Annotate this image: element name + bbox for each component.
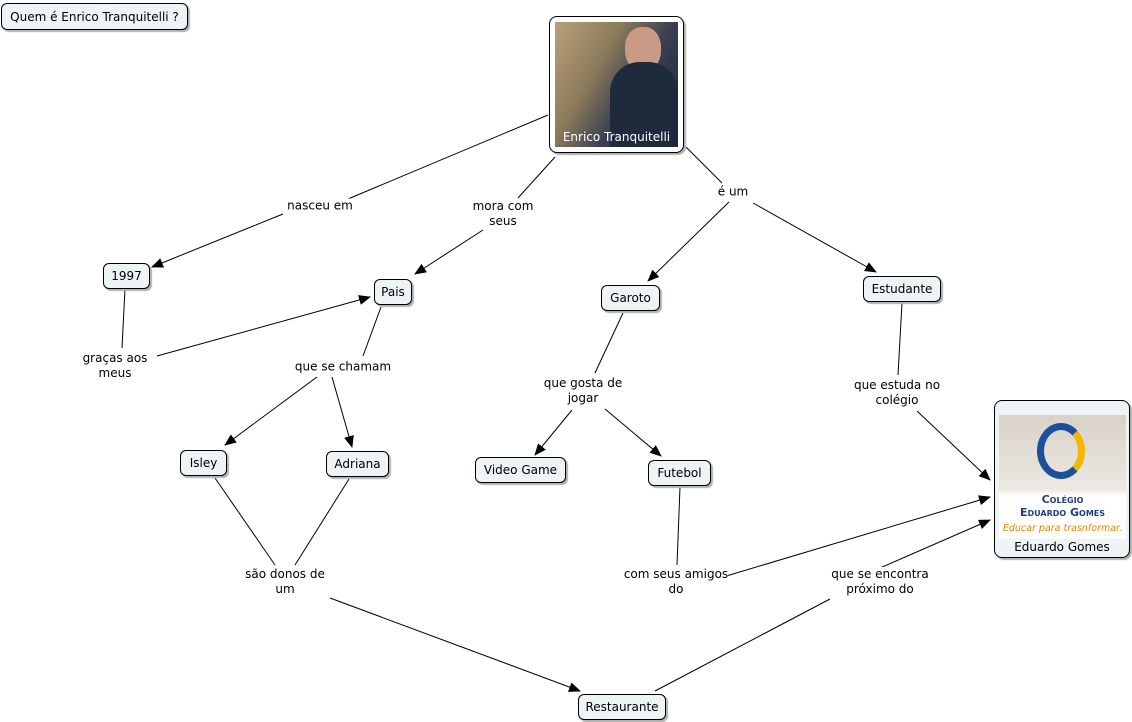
- link-que-se-chamam: que se chamam: [294, 359, 392, 375]
- link-text: colégio: [875, 393, 919, 407]
- link-text: que se encontra: [831, 567, 929, 581]
- map-title: Quem é Enrico Tranquitelli ?: [1, 3, 188, 30]
- link-text: que gosta de: [543, 376, 623, 390]
- enrico-photo: [555, 22, 678, 147]
- link-text: nasceu em: [287, 198, 353, 213]
- concept-adriana[interactable]: Adriana: [326, 451, 389, 477]
- concept-garoto[interactable]: Garoto: [601, 285, 660, 311]
- concept-isley[interactable]: Isley: [180, 450, 227, 476]
- link-text: que se chamam: [294, 359, 392, 374]
- concept-estudante[interactable]: Estudante: [863, 276, 941, 302]
- link-text: são donos de: [245, 567, 325, 581]
- concept-restaurante[interactable]: Restaurante: [578, 694, 666, 720]
- g-logo-icon: [1037, 423, 1085, 479]
- link-text: graças aos: [82, 351, 148, 365]
- link-text: seus: [489, 214, 517, 228]
- concept-eduardo-gomes[interactable]: Colégio Eduardo Gomes Educar para trasnf…: [994, 400, 1130, 558]
- link-text: mora com: [472, 199, 534, 213]
- logo-slogan: Educar para trasnformar.: [1002, 523, 1123, 534]
- link-text: é um: [717, 184, 749, 199]
- concept-video-game[interactable]: Video Game: [475, 457, 566, 483]
- concept-enrico[interactable]: Enrico Tranquitelli: [549, 16, 684, 153]
- link-e-um: é um: [717, 184, 749, 200]
- concept-label: Enrico Tranquitelli: [562, 130, 671, 144]
- link-text: jogar: [567, 391, 599, 405]
- link-text: um: [275, 582, 295, 596]
- concept-1997[interactable]: 1997: [103, 263, 150, 289]
- link-nasceu-em: nasceu em: [287, 198, 353, 214]
- link-text: com seus amigos: [623, 567, 729, 581]
- concept-pais[interactable]: Pais: [374, 279, 412, 305]
- link-text: próximo do: [846, 582, 914, 596]
- school-logo-image: Colégio Eduardo Gomes Educar para trasnf…: [999, 415, 1126, 539]
- concept-futebol[interactable]: Futebol: [648, 460, 711, 486]
- link-text: que estuda no: [853, 378, 941, 392]
- logo-text-eduardo: Eduardo Gomes: [1019, 506, 1106, 519]
- person-body-shape: [610, 62, 678, 147]
- link-text: meus: [98, 366, 132, 380]
- logo-text-colegio: Colégio: [1041, 493, 1084, 506]
- concept-label: Eduardo Gomes: [1014, 540, 1110, 554]
- link-text: do: [668, 582, 684, 596]
